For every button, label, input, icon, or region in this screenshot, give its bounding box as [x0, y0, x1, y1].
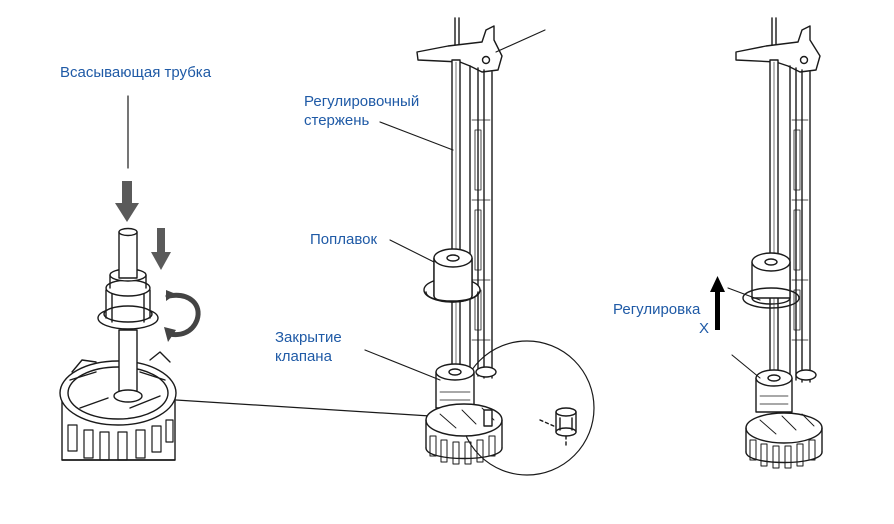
- valve-closure-part: [435, 363, 475, 409]
- adjustment-label-text: Регулировка: [613, 301, 701, 318]
- zoomed-valve-part: [539, 407, 577, 449]
- rotate-arrow-icon: [164, 290, 201, 342]
- valve-closure-label: Закрытие клапана: [275, 328, 342, 366]
- right-float-part: [742, 252, 800, 309]
- float-label: Поплавок: [310, 231, 378, 248]
- center-base: [425, 403, 503, 465]
- valve-closure-label-line2: клапана: [275, 348, 332, 365]
- adjusting-rod-label: Регулировочный стержень: [304, 92, 419, 130]
- valve-closure-label-line1: Закрытие: [275, 329, 342, 346]
- adjusting-rod-label-line1: Регулировочный: [304, 93, 420, 110]
- adjustment-x-label: X: [698, 320, 709, 337]
- left-assembly: [59, 95, 201, 461]
- float-part: [423, 248, 481, 303]
- adjustment-label: Регулировка X: [613, 300, 711, 338]
- suction-tube-label: Всасывающая трубка: [60, 64, 212, 81]
- handle-leader: [495, 29, 546, 53]
- insert-down-arrow-icon: [115, 181, 139, 222]
- push-down-arrow-icon: [151, 228, 171, 270]
- adjusting-rod-label-line2: стержень: [304, 112, 370, 129]
- center-assembly: [364, 17, 595, 476]
- zoom-connector-line: [175, 399, 431, 417]
- adjust-up-arrow-icon: [710, 276, 725, 330]
- right-assembly: [710, 17, 823, 469]
